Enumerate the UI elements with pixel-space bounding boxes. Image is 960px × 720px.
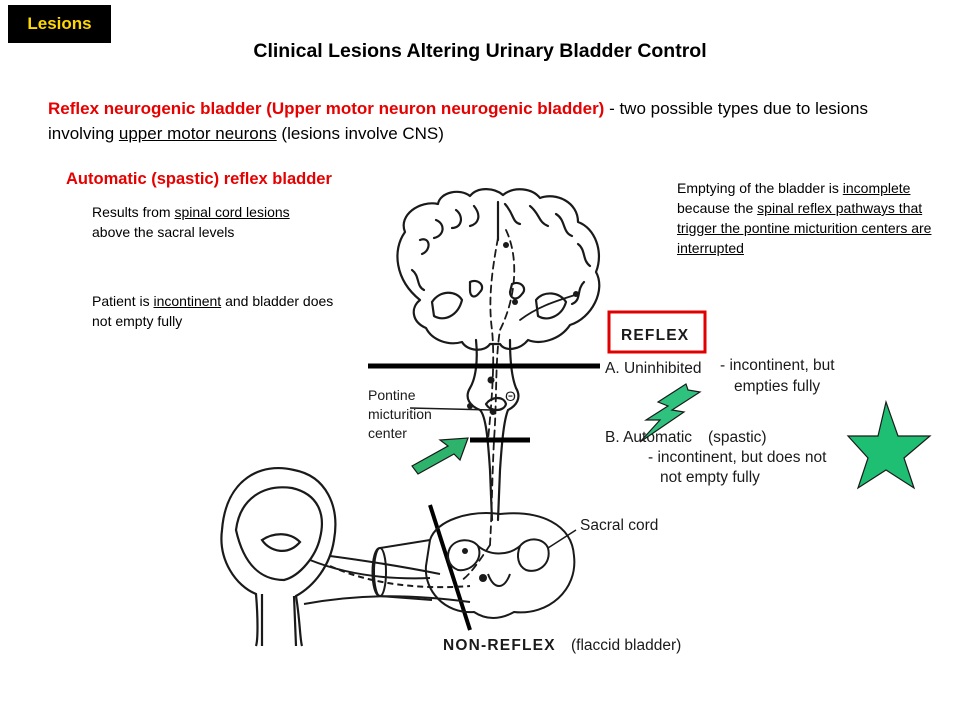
brain-gyri <box>410 200 592 306</box>
left-ventricle <box>430 291 464 320</box>
patient-note: Patient is incontinent and bladder does … <box>92 291 342 331</box>
results-note: Results from spinal cord lesions above t… <box>92 202 307 242</box>
page-title: Clinical Lesions Altering Urinary Bladde… <box>253 40 707 62</box>
type-b-label: B. Automatic <box>605 429 692 446</box>
pontine-label-2: micturition <box>368 406 432 422</box>
theta-symbol: Θ <box>505 388 516 404</box>
emptying-mid: because the <box>677 200 758 216</box>
results-pre: Results from <box>92 204 175 220</box>
right-ventricle <box>534 292 568 320</box>
emptying-note: Emptying of the bladder is incomplete be… <box>677 178 932 258</box>
reflex-label: REFLEX <box>621 327 689 344</box>
patient-underlined: incontinent <box>153 293 222 309</box>
emptying-underlined-1: incomplete <box>842 180 911 196</box>
type-a-label: A. Uninhibited <box>605 360 702 377</box>
intro-underlined: upper motor neurons <box>118 124 277 143</box>
sacral-cord-label: Sacral cord <box>580 517 658 534</box>
patient-pre: Patient is <box>92 293 154 309</box>
type-a-desc-2: empties fully <box>734 378 820 395</box>
star-icon <box>846 399 932 490</box>
lesion-bar-nonreflex <box>428 504 472 631</box>
results-post: above the sacral levels <box>92 224 235 240</box>
results-underlined: spinal cord lesions <box>174 204 290 220</box>
nonreflex-label: NON-REFLEX <box>443 637 556 654</box>
nerve-paths <box>303 555 471 605</box>
intro-text: - two possible types due to lesions invo… <box>48 99 868 143</box>
patient-post: and bladder does not empty fully <box>92 293 334 329</box>
section-tag: Lesions <box>8 5 111 43</box>
type-a-desc-1: - incontinent, but <box>720 357 835 374</box>
type-b-desc-1: - incontinent, but does not <box>648 449 827 466</box>
flaccid-label: (flaccid bladder) <box>571 637 681 654</box>
intro-highlight: Reflex neurogenic bladder (Upper motor n… <box>48 99 605 118</box>
emptying-underlined-2: spinal reflex pathways that trigger the … <box>677 200 932 256</box>
sacral-cord-section <box>371 512 576 619</box>
brain-outline <box>396 188 601 351</box>
arrow-icon <box>411 437 469 475</box>
intro-text-end: (lesions involve CNS) <box>276 124 444 143</box>
lightning-bolt-icon <box>639 383 702 443</box>
emptying-pre: Emptying of the bladder is <box>677 180 843 196</box>
bladder-drawing <box>220 466 337 647</box>
reflex-box <box>607 310 707 354</box>
intro-paragraph: Reflex neurogenic bladder (Upper motor n… <box>48 96 918 146</box>
type-b-type: (spastic) <box>708 429 767 446</box>
subheading: Automatic (spastic) reflex bladder <box>66 170 332 188</box>
pontine-label-3: center <box>368 425 407 441</box>
type-b-desc-2: not empty fully <box>660 469 760 486</box>
pontine-label-1: Pontine <box>368 387 416 403</box>
